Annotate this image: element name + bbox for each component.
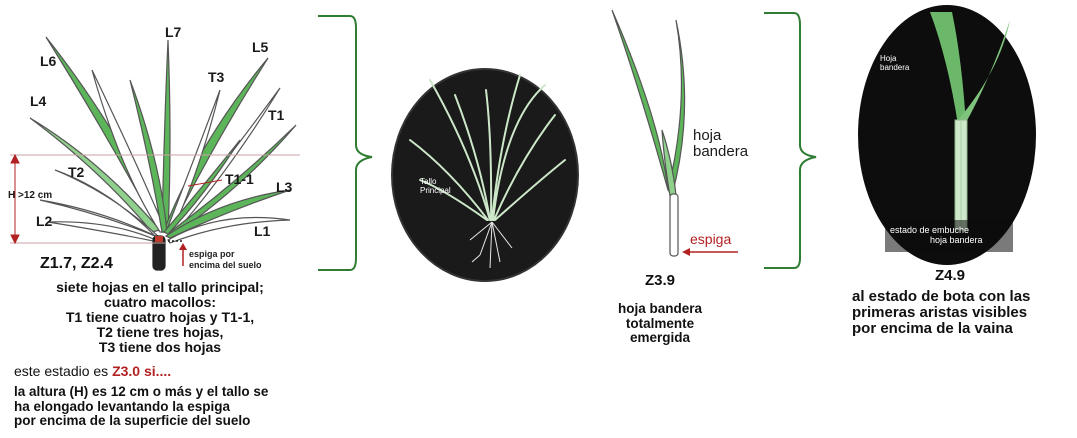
panel3-desc-line: hoja bandera <box>595 302 725 317</box>
z30-note-line: ha elongado levantando la espiga <box>14 400 268 415</box>
flag-espiga-label: espiga <box>690 232 731 247</box>
panel3-desc-line: emergida <box>595 331 725 346</box>
tiller-label-t2: T2 <box>68 165 84 180</box>
flag-leaf-label-line: bandera <box>693 144 748 160</box>
z30-note-prefix: este estadio es <box>14 363 112 379</box>
panel1-description: siete hojas en el tallo principal; cuatr… <box>15 280 305 356</box>
flag-leaf-label-line: hoja <box>693 128 748 144</box>
espiga-note-line2: encima del suelo <box>189 261 262 271</box>
photo-label-line: hoja bandera <box>890 236 983 246</box>
panel4-desc-line: al estado de bota con las <box>852 289 1030 305</box>
leaf-label-l6: L6 <box>40 54 56 69</box>
leaf-label-l7: L7 <box>165 25 181 40</box>
panel4-desc-line: primeras aristas visibles <box>852 305 1030 321</box>
z30-note-line: la altura (H) es 12 cm o más y el tallo … <box>14 385 268 400</box>
stage-code-z49: Z4.9 <box>915 268 985 284</box>
bracket-1 <box>318 16 372 270</box>
bracket-2 <box>764 13 816 268</box>
panel1-desc-line: T1 tiene cuatro hojas y T1-1, <box>15 310 305 325</box>
tiller-label-t3: T3 <box>208 70 224 85</box>
leaf-label-l3: L3 <box>276 180 292 195</box>
z30-note-code: Z3.0 si.... <box>112 363 171 379</box>
z30-note-body: la altura (H) es 12 cm o más y el tallo … <box>14 385 268 429</box>
panel1-desc-line: T3 tiene dos hojas <box>15 340 305 355</box>
espiga-pointer <box>168 241 187 266</box>
panel1-desc-line: T2 tiene tres hojas, <box>15 325 305 340</box>
leaf-label-l2: L2 <box>36 214 52 229</box>
panel1-desc-line: siete hojas en el tallo principal; <box>15 280 305 295</box>
photo-label-boot: estado de embuche hoja bandera <box>890 226 983 246</box>
z30-note: este estadio es Z3.0 si.... <box>14 364 171 379</box>
height-label: H >12 cm <box>8 191 52 202</box>
flag-leaf-label: hoja bandera <box>693 128 748 160</box>
photo-label-line: Principal <box>420 187 451 196</box>
panel1-desc-line: cuatro macollos: <box>15 295 305 310</box>
photo-main-stem <box>392 69 578 281</box>
z30-note-line: por encima de la superficie del suelo <box>14 414 268 429</box>
leaf-label-l1: L1 <box>254 224 270 239</box>
photo-label-flag-leaf: Hoja bandera <box>880 55 909 73</box>
flag-leaf-illustration <box>612 10 685 256</box>
photo-label-main-stem: Tallo Principal <box>420 178 451 196</box>
panel4-description: al estado de bota con las primeras arist… <box>852 289 1030 338</box>
leaf-label-l4: L4 <box>30 94 46 109</box>
tiller-label-t1: T1 <box>268 108 284 123</box>
stage-code-z39: Z3.9 <box>625 273 695 289</box>
tiller-label-t1-1: T1-1 <box>225 172 254 187</box>
leaf-label-l5: L5 <box>252 40 268 55</box>
espiga-note-line1: espiga por <box>189 250 235 260</box>
panel3-description: hoja bandera totalmente emergida <box>595 302 725 346</box>
stage-code-z17: Z1.7, Z2.4 <box>40 255 113 272</box>
panel3-desc-line: totalmente <box>595 317 725 332</box>
panel4-desc-line: por encima de la vaina <box>852 321 1030 337</box>
photo-label-line: bandera <box>880 64 909 73</box>
